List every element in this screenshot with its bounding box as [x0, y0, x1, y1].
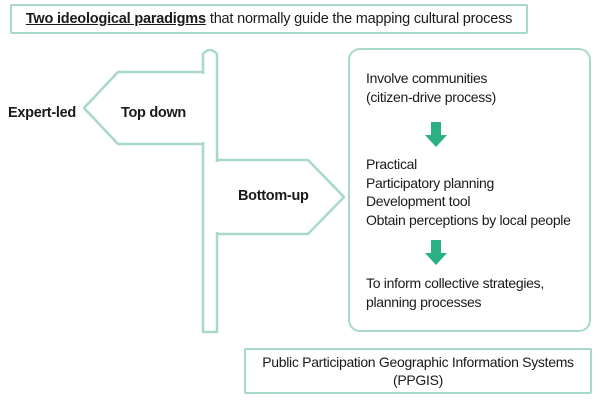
ppgis-full-name: Public Participation Geographic Informat…: [262, 354, 574, 370]
bottom-up-details-panel: Involve communities (citizen-drive proce…: [348, 48, 591, 332]
panel-line: Involve communities: [366, 70, 488, 86]
signpost-post: [201, 48, 219, 334]
panel-line: planning processes: [366, 293, 482, 310]
down-arrow-icon: [425, 240, 447, 265]
top-down-label: Top down: [121, 105, 186, 121]
expert-led-label: Expert-led: [8, 105, 76, 121]
panel-line: Practical: [366, 156, 417, 172]
panel-line: Participatory planning: [366, 174, 495, 191]
diagram-title: Two ideological paradigms that normally …: [10, 4, 528, 34]
ppgis-box: Public Participation Geographic Informat…: [244, 348, 592, 394]
ppgis-acronym: (PPGIS): [392, 372, 444, 388]
panel-line: Obtain perceptions by local people: [366, 211, 571, 228]
title-emphasis: Two ideological paradigms: [25, 11, 206, 27]
title-rest: that normally guide the mapping cultural…: [209, 11, 513, 27]
panel-block-characteristics: Practical Participatory planning Develop…: [366, 155, 571, 229]
panel-line: (citizen-drive process): [366, 88, 497, 105]
down-arrow-icon: [425, 122, 447, 147]
panel-block-outcomes: To inform collective strategies, plannin…: [366, 274, 544, 311]
panel-line: To inform collective strategies,: [366, 275, 544, 291]
bottom-up-label: Bottom-up: [238, 188, 309, 204]
panel-line: Development tool: [366, 193, 471, 209]
panel-block-communities: Involve communities (citizen-drive proce…: [366, 69, 496, 106]
